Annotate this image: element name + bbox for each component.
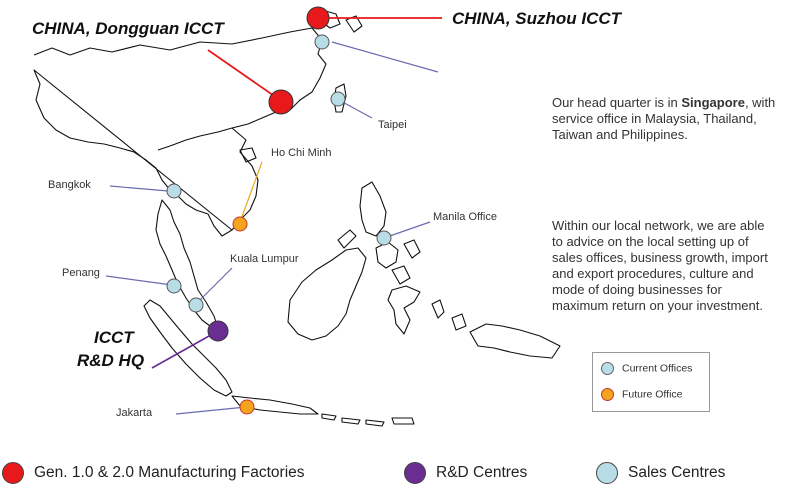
taipei-label: Taipei [378,119,407,131]
kl-marker [188,297,204,313]
bottom-legend: Gen. 1.0 & 2.0 Manufacturing Factories R… [0,462,808,492]
bangkok-marker [166,183,182,199]
kl-connector [195,267,233,305]
penang-marker [166,278,182,294]
icct-label: ICCT [94,328,135,347]
suzhou-factory-marker [306,6,330,30]
southeast-asia-map: CHINA, Dongguan ICCT CHINA, Suzhou ICCT … [32,6,623,427]
legend-sales-label: Sales Centres [628,464,726,481]
hq-prefix: Our head quarter is in [552,95,682,110]
penang-connector [105,275,173,286]
manila-label: Manila Office [433,211,497,223]
manila-connector [383,221,431,239]
manufacturing-dot-icon [2,462,24,484]
suzhou-label: CHINA, Suzhou ICCT [452,9,623,28]
dongguan-label: CHINA, Dongguan ICCT [32,19,225,38]
connector-lines [105,17,442,415]
rnd-connector [151,330,219,369]
bangkok-label: Bangkok [48,179,91,191]
current-office-dot-icon [601,362,614,375]
hq-bold-singapore: Singapore [681,95,745,110]
legend-current-label: Current Offices [622,362,693,375]
legend-future-label: Future Office [622,388,683,401]
suzhou-sales-marker [314,34,330,50]
jakarta-connector [175,406,247,415]
legend-future-office: Future Office [601,388,683,401]
dongguan-red-connector [207,49,281,101]
legend-current-offices: Current Offices [601,362,692,375]
jakarta-label: Jakarta [116,407,153,419]
legend-manufacturing-label: Gen. 1.0 & 2.0 Manufacturing Factories [34,464,305,481]
hcm-label: Ho Chi Minh [271,147,332,159]
taipei-marker [330,91,346,107]
sales-dot-icon [596,462,618,484]
hq-suffix: , with service office in Malaysia, Thail… [552,95,776,142]
rnd-dot-icon [404,462,426,484]
manila-marker [376,230,392,246]
future-office-dot-icon [601,388,614,401]
rnd-hq-label: R&D HQ [77,351,144,370]
hcm-marker [232,216,248,232]
legend-rnd: R&D Centres [404,462,527,484]
legend-manufacturing: Gen. 1.0 & 2.0 Manufacturing Factories [2,462,305,484]
map-labels: CHINA, Dongguan ICCT CHINA, Suzhou ICCT … [32,9,623,419]
singapore-rnd-marker [207,320,229,342]
hcm-connector [239,161,263,223]
legend-sales: Sales Centres [596,462,725,484]
penang-label: Penang [62,267,100,279]
office-legend: Current Offices Future Office [592,352,710,412]
network-paragraph: Within our local network, we are able to… [552,218,768,313]
jakarta-marker [239,399,255,415]
dongguan-factory-marker [268,89,294,115]
markers [166,6,392,415]
legend-rnd-label: R&D Centres [436,464,528,481]
kl-label: Kuala Lumpur [230,253,299,265]
suzhou-connector [331,41,439,73]
bangkok-connector [109,185,169,192]
headquarters-paragraph: Our head quarter is in Singapore, with s… [552,95,792,143]
